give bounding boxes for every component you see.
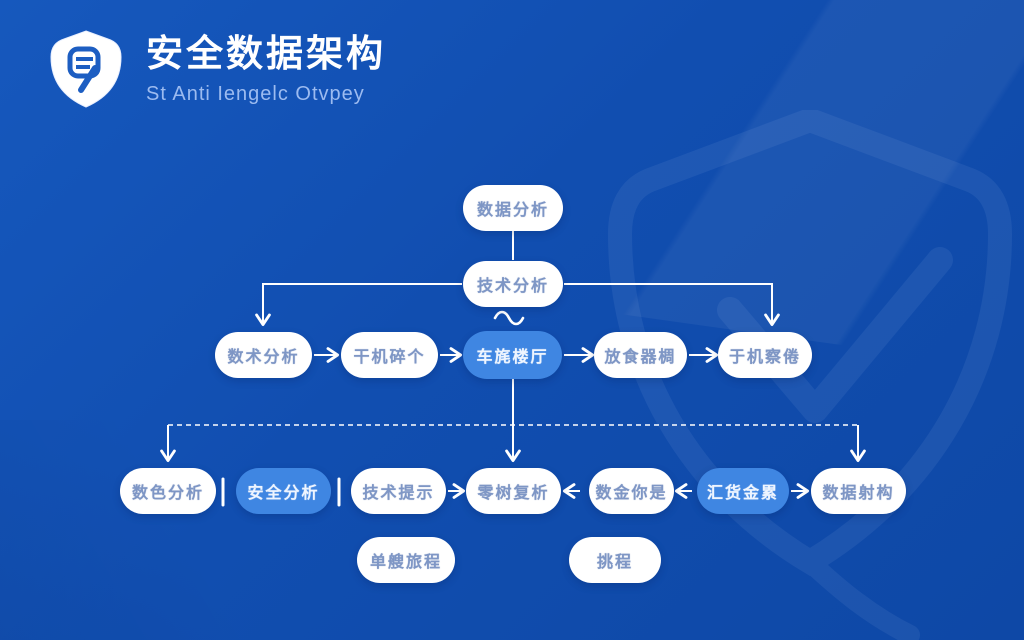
flow-node-row3-3-highlighted: 车旄楼厅 (463, 331, 562, 379)
flow-node-row4-1: 数色分析 (120, 468, 216, 514)
flow-node-data-analysis: 数据分析 (463, 185, 563, 231)
flow-node-tech-analysis: 技术分析 (463, 261, 563, 307)
flow-node-row4-6-highlighted: 汇货金累 (697, 468, 789, 514)
flow-node-row3-5: 于机察倦 (718, 332, 812, 378)
flow-node-row4-2-highlighted: 安全分析 (236, 468, 331, 514)
flow-node-row3-4: 放食器椆 (594, 332, 687, 378)
logo-shield-icon (50, 30, 122, 108)
page-title: 安全数据架构 (146, 33, 386, 74)
flow-node-row3-2: 干机碎个 (341, 332, 438, 378)
flow-node-row4-5: 数金你是 (589, 468, 674, 514)
flow-node-row4-3: 技术提示 (351, 468, 446, 514)
flow-node-row4-7: 数据射构 (811, 468, 906, 514)
page-subtitle: St Anti Iengelc Otvpey (146, 82, 365, 105)
background-shade (0, 420, 360, 640)
flow-node-row3-1: 数术分析 (215, 332, 312, 378)
background-light-streak (533, 0, 1024, 375)
header: 安全数据架构 St Anti Iengelc Otvpey (48, 28, 386, 110)
flow-node-row5-1: 单艘旅程 (357, 537, 455, 583)
flow-node-row4-4: 零树复析 (466, 468, 561, 514)
flow-node-row5-2: 挑程 (569, 537, 661, 583)
